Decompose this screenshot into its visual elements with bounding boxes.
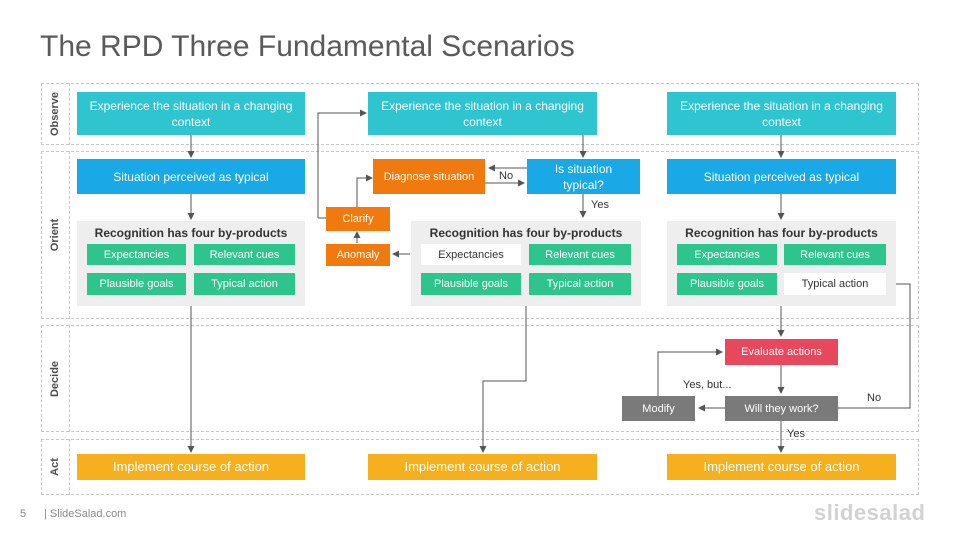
scenario2-yes-label: Yes [591,199,609,211]
scenario1-typical-action: Typical action [194,273,295,295]
observe-lane-divider [69,83,70,145]
scenario2-is-typical-box: Is situation typical? [527,159,640,194]
scenario2-relevant-cues: Relevant cues [529,244,631,265]
scenario2-diagnose-box: Diagnose situation [373,159,485,194]
decide-lane [41,325,919,432]
orient-lane-divider [69,151,70,319]
scenario1-expectancies: Expectancies [87,244,186,265]
scenario3-plausible-goals: Plausible goals [677,273,777,295]
scenario2-clarify-box: Clarify [326,207,390,231]
scenario1-act-box: Implement course of action [77,454,305,480]
act-lane [41,439,919,495]
scenario1-plausible-goals: Plausible goals [87,273,186,295]
scenario1-perceived-typical-box: Situation perceived as typical [77,159,305,194]
scenario3-perceived-typical-box: Situation perceived as typical [667,159,896,194]
observe-lane [41,83,919,145]
scenario2-plausible-goals: Plausible goals [421,273,521,295]
page-number: 5 [20,508,27,520]
scenario3-expectancies: Expectancies [677,244,777,265]
scenario2-anomaly-box: Anomaly [326,244,390,266]
scenario2-act-box: Implement course of action [368,454,597,480]
scenario1-relevant-cues: Relevant cues [194,244,295,265]
slidesalad-logo: slidesalad [814,500,926,525]
scenario2-observe-box: Experience the situation in a changing c… [368,92,597,135]
page-title: The RPD Three Fundamental Scenarios [40,30,575,63]
scenario3-yes-label: Yes [787,428,805,440]
scenario3-modify-box: Modify [622,396,695,421]
scenario3-act-box: Implement course of action [667,454,896,480]
scenario3-relevant-cues: Relevant cues [784,244,886,265]
scenario3-recognition-title: Recognition has four by-products [685,226,878,240]
scenario1-observe-box: Experience the situation in a changing c… [77,92,305,135]
scenario3-observe-box: Experience the situation in a changing c… [667,92,896,135]
orient-lane [41,151,919,319]
scenario2-recognition-title: Recognition has four by-products [429,226,623,240]
scenario3-typical-action: Typical action [784,273,886,295]
scenario3-no-label: No [867,392,882,404]
scenario3-will-work-box: Will they work? [725,396,838,421]
scenario3-evaluate-box: Evaluate actions [725,339,838,365]
scenario1-recognition-title: Recognition has four by-products [94,226,288,240]
scenario2-no-label: No [499,170,514,182]
scenario2-typical-action: Typical action [529,273,631,295]
scenario2-expectancies: Expectancies [421,244,521,265]
act-lane-divider [69,439,70,495]
decide-lane-divider [69,325,70,432]
scenario3-yes-but-label: Yes, but... [683,379,732,391]
footer-site-link[interactable]: | SlideSalad.com [44,508,127,520]
